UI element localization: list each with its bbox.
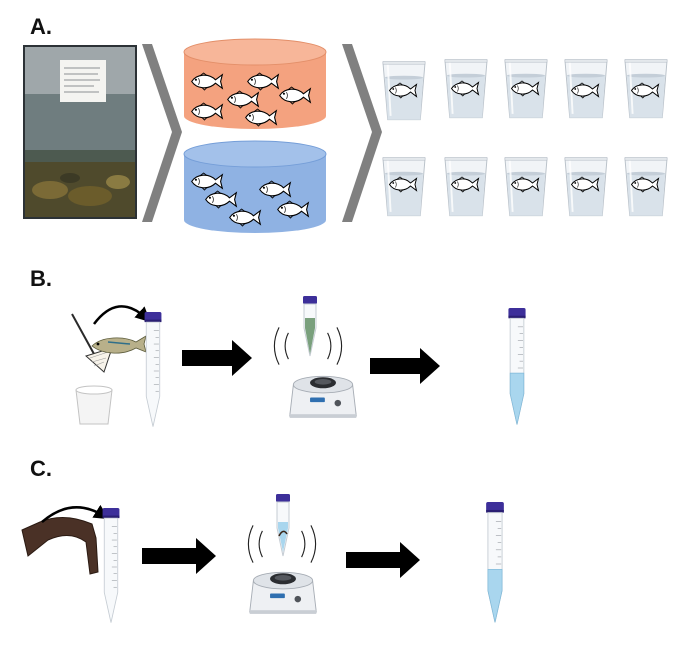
centrifuge-tube-filled-icon [507, 308, 527, 426]
bucket-icon [75, 385, 113, 425]
dip-net-icon [71, 313, 113, 373]
curved-arrow-b [93, 305, 151, 325]
arrow-c-2 [346, 542, 420, 578]
centrifuge-tube-icon [102, 508, 120, 624]
cup-grid [382, 58, 668, 217]
centrifuge-tube-icon [144, 312, 162, 428]
vortex-mixer-icon [249, 571, 317, 615]
centrifuge-tube-filled-icon [485, 502, 505, 624]
chevron-arrow-2 [342, 44, 382, 222]
tube-with-fish-icon [303, 296, 317, 357]
vortex-mixer-icon [289, 375, 357, 419]
curved-arrow-c [41, 504, 110, 523]
water-cup-icon [444, 58, 488, 119]
chevron-arrow-1 [142, 44, 182, 222]
water-cup-icon [564, 58, 608, 119]
water-cup-icon [444, 156, 488, 217]
water-cup-icon [504, 156, 548, 217]
panel-b-label: B. [30, 266, 52, 291]
water-cup-icon [504, 58, 548, 119]
water-cup-icon [564, 156, 608, 217]
live-fish-icon [91, 335, 147, 354]
panel-c-label: C. [30, 456, 52, 481]
water-cup-icon [382, 60, 426, 121]
water-cup-icon [624, 58, 668, 119]
panel-a-label: A. [30, 14, 52, 39]
water-cup-icon [382, 156, 426, 217]
arrow-b-1 [182, 340, 252, 376]
arrow-b-2 [370, 348, 440, 384]
arrow-c-1 [142, 538, 216, 574]
tube-with-sample-icon [276, 494, 290, 557]
water-cup-icon [624, 156, 668, 217]
sediment-sample-icon [21, 517, 99, 575]
aquarium-photo [23, 45, 137, 219]
